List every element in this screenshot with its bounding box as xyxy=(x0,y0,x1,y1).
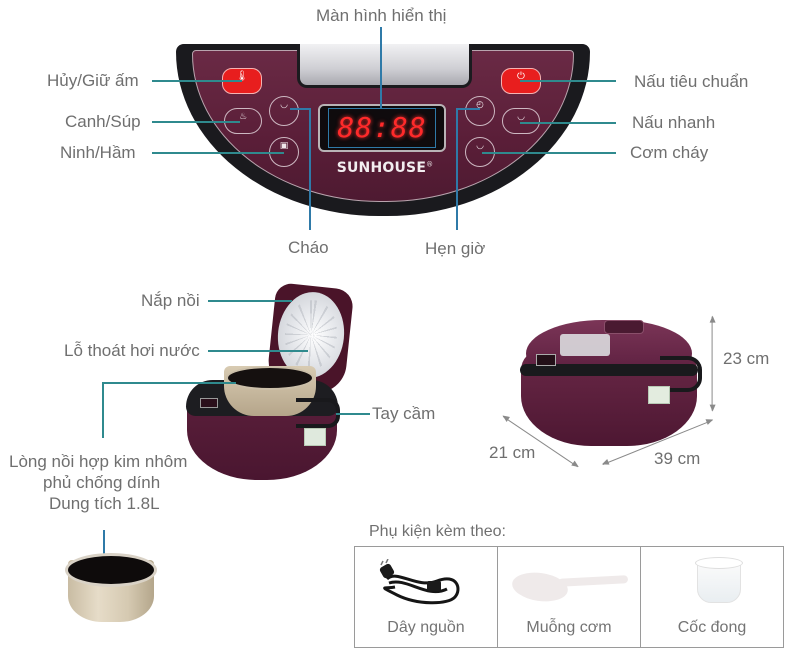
closed-cooker-sticker xyxy=(560,334,610,356)
height-dimension-arrow xyxy=(711,316,713,411)
registered-mark: ® xyxy=(426,160,434,169)
callout-quick-cook: Nấu nhanh xyxy=(632,113,716,132)
rice-spoon-icon xyxy=(510,569,570,605)
soup-bowl-icon: ♨ xyxy=(238,111,248,121)
energy-label xyxy=(304,428,326,446)
clock-icon: ◴ xyxy=(476,99,484,109)
inner-pot-nonstick-interior xyxy=(65,553,157,587)
accessory-label: Dây nguồn xyxy=(387,619,465,636)
inner-pot-mouth xyxy=(226,366,314,390)
callout-line-handle xyxy=(336,413,370,415)
callout-line-inner-pot-lower xyxy=(103,530,105,570)
accessory-label: Cốc đong xyxy=(677,619,747,636)
measuring-cup-rim xyxy=(695,557,743,569)
brand-logo: SUNHOUSE® xyxy=(326,160,444,176)
callout-line-lid xyxy=(208,300,292,302)
dimension-width: 39 cm xyxy=(654,449,701,468)
display-highlight-frame xyxy=(328,108,436,148)
callout-stew: Ninh/Hầm xyxy=(60,143,136,162)
callout-standard-cook: Nấu tiêu chuẩn xyxy=(634,72,749,91)
brand-name: SUNHOUSE xyxy=(336,160,427,176)
callout-display: Màn hình hiển thị xyxy=(316,6,447,25)
callout-timer: Hẹn giờ xyxy=(425,239,486,258)
callout-handle: Tay cầm xyxy=(372,404,436,423)
closed-cooker-display xyxy=(536,354,556,366)
accessories-title: Phụ kiện kèm theo: xyxy=(369,523,506,540)
callout-porridge: Cháo xyxy=(288,238,329,257)
callout-lid: Nắp nồi xyxy=(141,291,200,310)
callout-cancel-keep-warm: Hủy/Giữ ấm xyxy=(47,71,139,90)
callout-line-porridge-v xyxy=(309,108,311,230)
rice-spoon-handle xyxy=(557,575,629,587)
callout-inner-pot-line3: Dung tích 1.8L xyxy=(49,494,160,513)
closed-cooker-handle xyxy=(660,356,702,392)
callout-line-cancel-keep-warm xyxy=(152,80,242,82)
accessory-label: Muỗng cơm xyxy=(526,619,612,636)
closed-cooker-vent xyxy=(604,320,644,334)
crispy-rice-icon: ◡ xyxy=(476,140,484,150)
lid-release-handle xyxy=(297,44,472,88)
callout-steam-vent: Lỗ thoát hơi nước xyxy=(64,341,200,360)
led-display xyxy=(318,104,446,152)
display-digits: 88:88 xyxy=(337,111,427,144)
dimension-depth: 21 cm xyxy=(489,443,536,462)
callout-line-crispy-rice xyxy=(482,152,616,154)
callout-line-porridge-h xyxy=(290,108,310,110)
accessory-item: Muỗng cơm xyxy=(498,547,641,647)
callout-line-display xyxy=(380,27,382,109)
quick-cook-button: ◡ xyxy=(502,108,540,134)
callout-inner-pot-line2: phủ chống dính xyxy=(43,473,161,492)
callout-line-stew xyxy=(152,152,284,154)
pot-icon: ▣ xyxy=(279,140,289,150)
accessory-item: Dây nguồn xyxy=(355,547,498,647)
dimension-height: 23 cm xyxy=(723,349,770,368)
accessories-table: Dây nguồn Muỗng cơm Cốc đong xyxy=(354,546,784,648)
callout-line-steam-vent xyxy=(208,350,308,352)
accessory-item: Cốc đong xyxy=(641,547,783,647)
callout-soup: Canh/Súp xyxy=(65,112,141,131)
callout-line-timer-h xyxy=(456,108,480,110)
closed-cooker-rim xyxy=(520,364,698,376)
closed-cooker-energy-label xyxy=(648,386,670,404)
callout-line-quick-cook xyxy=(520,122,616,124)
callout-line-soup xyxy=(152,121,240,123)
power-icon: ⏻ xyxy=(517,71,525,82)
carry-handle xyxy=(296,398,340,428)
rice-bowl-icon: ◡ xyxy=(517,111,525,121)
porridge-button: ◡ xyxy=(269,96,299,126)
thermometer-icon: 🌡 xyxy=(235,71,249,82)
power-cord-icon xyxy=(379,559,460,605)
porridge-bowl-icon: ◡ xyxy=(280,99,288,109)
callout-line-timer-v xyxy=(456,108,458,230)
mini-control-panel xyxy=(200,398,218,408)
callout-inner-pot-line1: Lòng nồi hợp kim nhôm xyxy=(9,452,188,471)
timer-button: ◴ xyxy=(465,96,495,126)
callout-crispy-rice: Cơm cháy xyxy=(630,143,709,162)
callout-line-standard-cook xyxy=(520,80,616,82)
callout-line-inner-pot-h xyxy=(102,382,236,384)
callout-line-inner-pot-v xyxy=(102,382,104,438)
